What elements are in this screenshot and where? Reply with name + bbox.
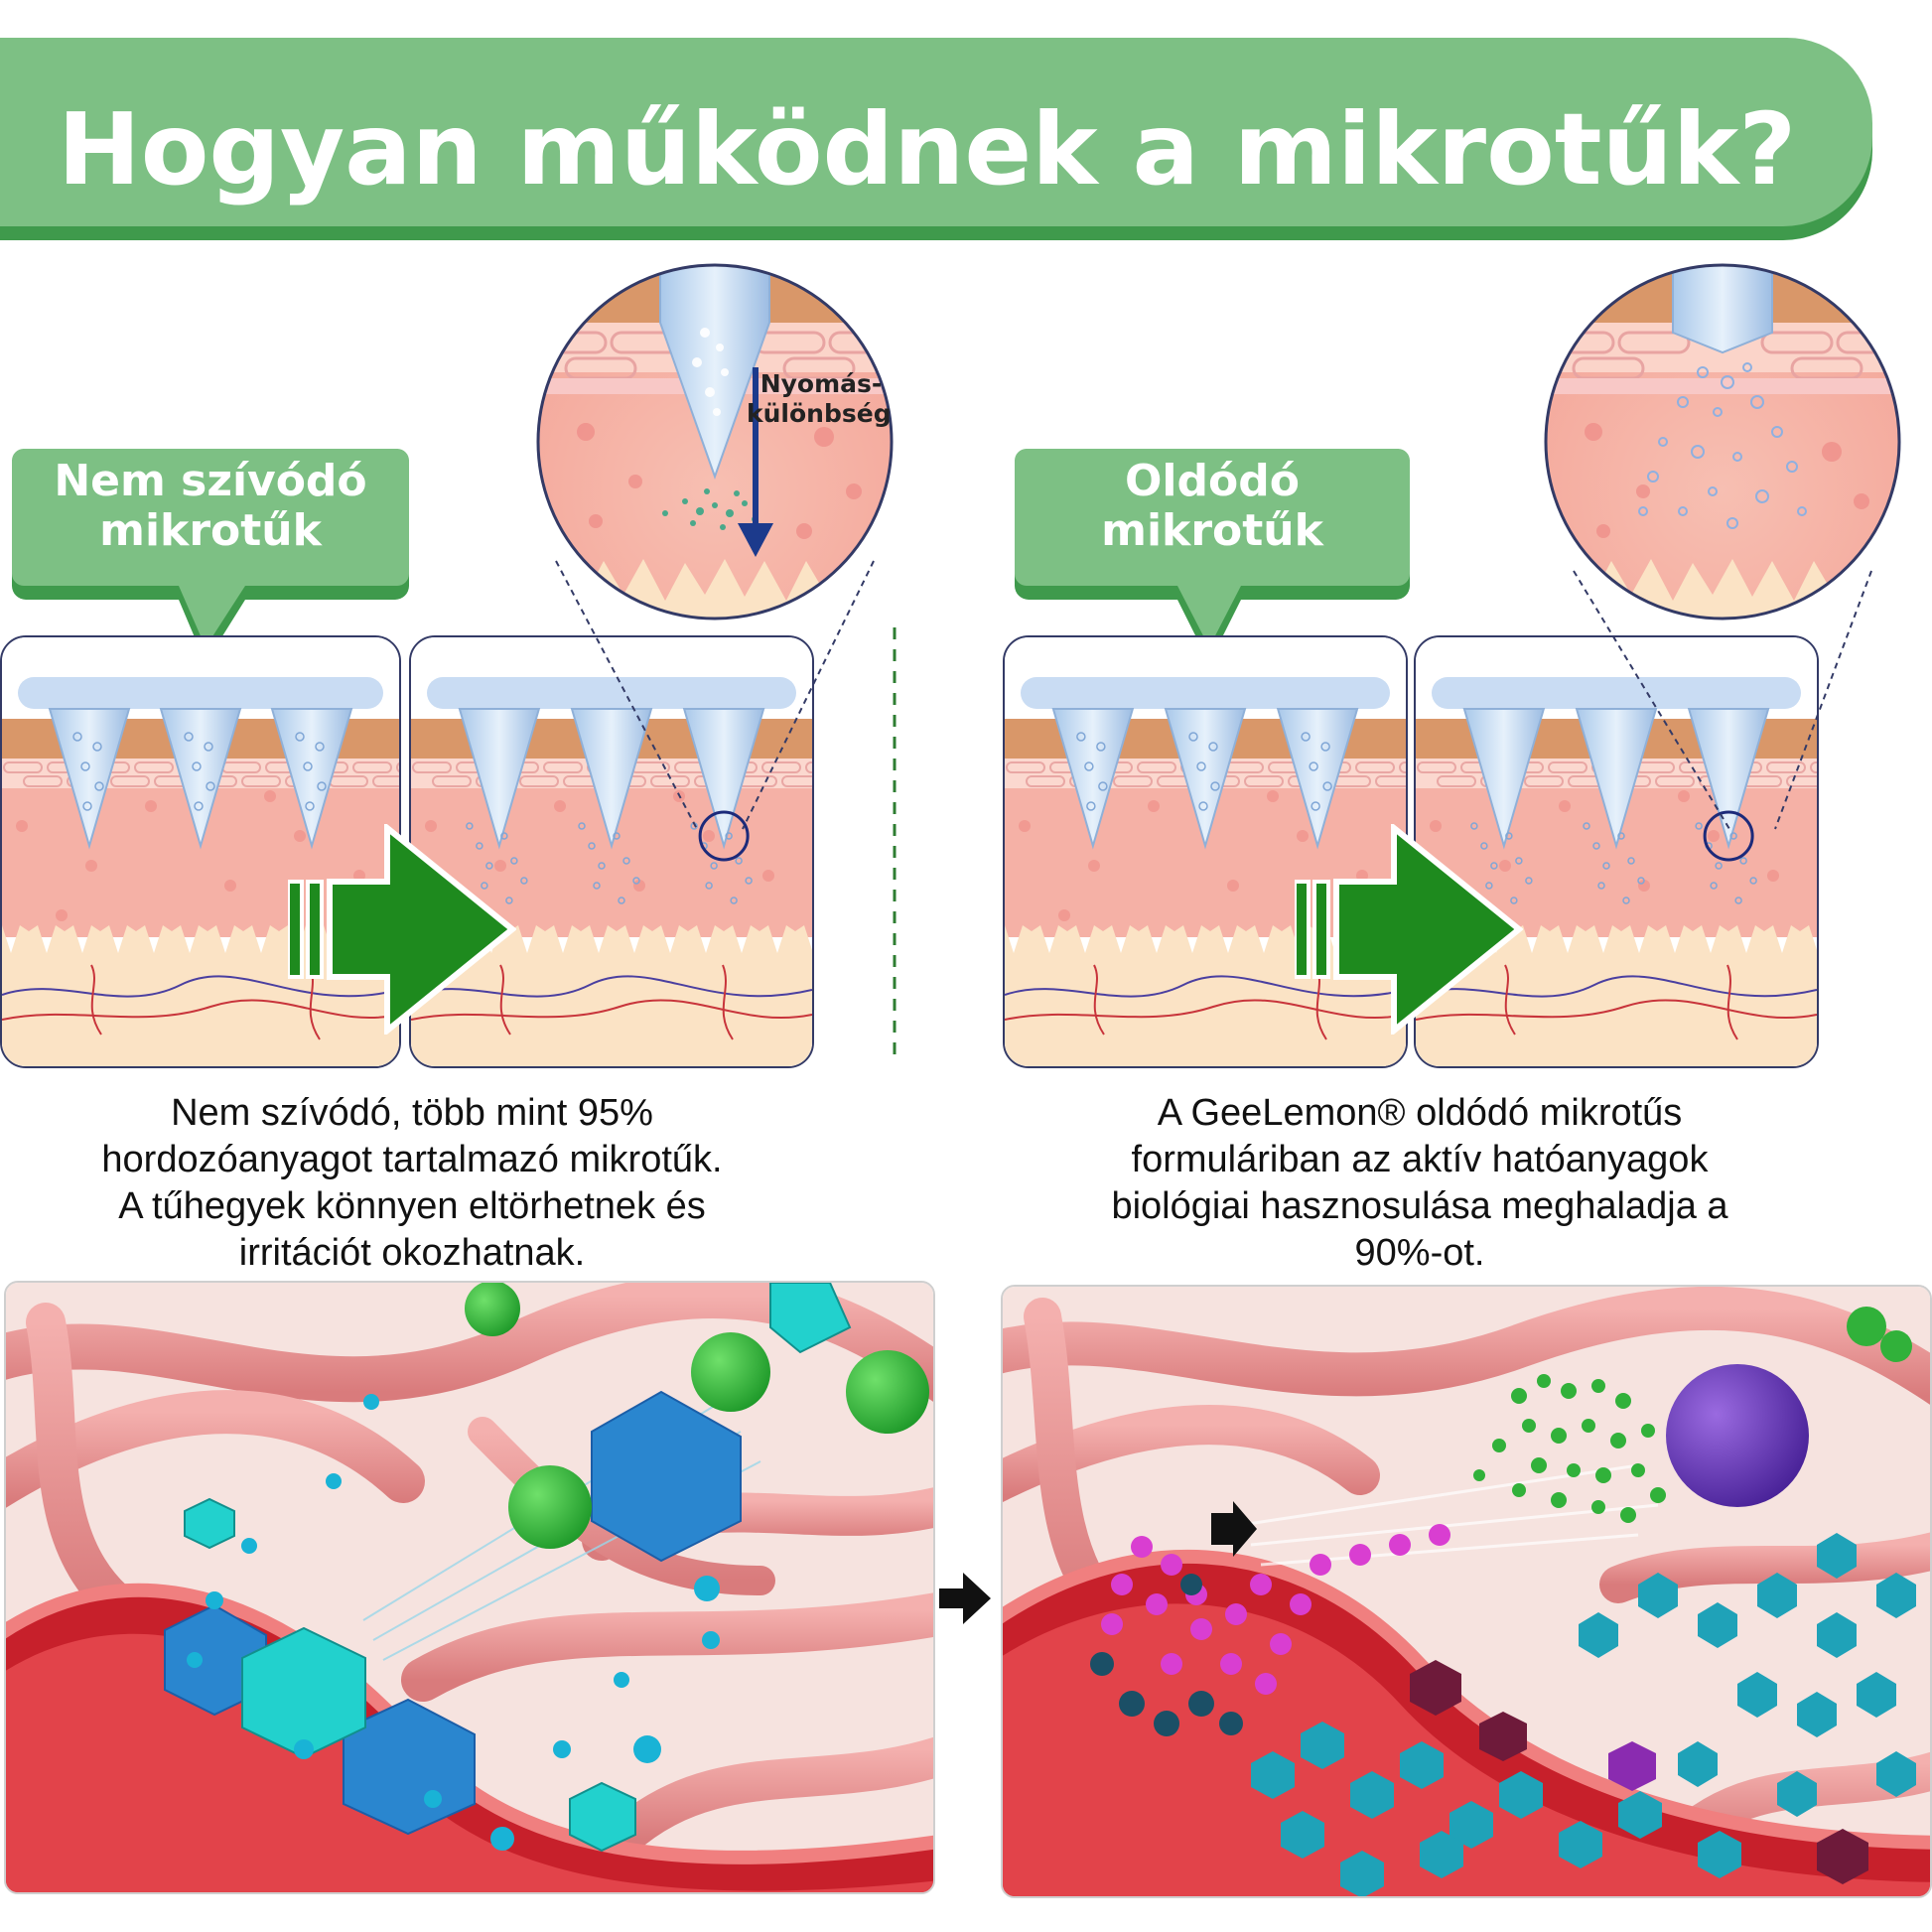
- illustration-left-vessel: [4, 1281, 935, 1894]
- callout-right-line2: mikrotűk: [1101, 505, 1323, 556]
- arrow-right-icon-small: [939, 1573, 991, 1624]
- left-description-line2: hordozóanyagot tartalmazó mikrotűk.: [101, 1139, 723, 1180]
- right-description-line3: biológiai hasznosulása meghaladja a: [1111, 1185, 1728, 1227]
- arrow-right-icon-right: [1295, 824, 1523, 1035]
- zoom-label-line1: Nyomás-: [759, 369, 883, 398]
- skin-panel-right-after: [1414, 635, 1819, 1068]
- divider-dashed: [893, 627, 897, 1064]
- left-description-line1: Nem szívódó, több mint 95%: [171, 1092, 653, 1134]
- right-description-line4: 90%-ot.: [1354, 1232, 1485, 1274]
- skin-panel-left-before: [0, 635, 401, 1068]
- page-title: Hogyan működnek a mikrotűk?: [58, 91, 1797, 207]
- right-description-line2: formuláriban az aktív hatóanyagok: [1131, 1139, 1709, 1180]
- callout-left-line1: Nem szívódó: [54, 456, 367, 506]
- left-description-line4: irritációt okozhatnak.: [238, 1232, 586, 1274]
- zoom-circle-left: [536, 263, 894, 830]
- callout-right-line1: Oldódó: [1125, 456, 1300, 506]
- right-description-line1: A GeeLemon® oldódó mikrotűs: [1157, 1092, 1683, 1134]
- left-description-line3: A tűhegyek könnyen eltörhetnek és: [118, 1185, 706, 1227]
- arrow-right-icon-left: [288, 824, 516, 1035]
- zoom-circle-right: [1544, 263, 1901, 830]
- illustration-right-vessel: [1001, 1285, 1932, 1898]
- callout-bubble-right: [1015, 449, 1410, 663]
- zoom-label-line2: különbség: [747, 399, 892, 428]
- title-banner: [0, 38, 1872, 240]
- skin-panel-left-after: [409, 635, 814, 1068]
- callout-bubble-left: [12, 449, 409, 663]
- callout-left-line2: mikrotűk: [99, 505, 322, 556]
